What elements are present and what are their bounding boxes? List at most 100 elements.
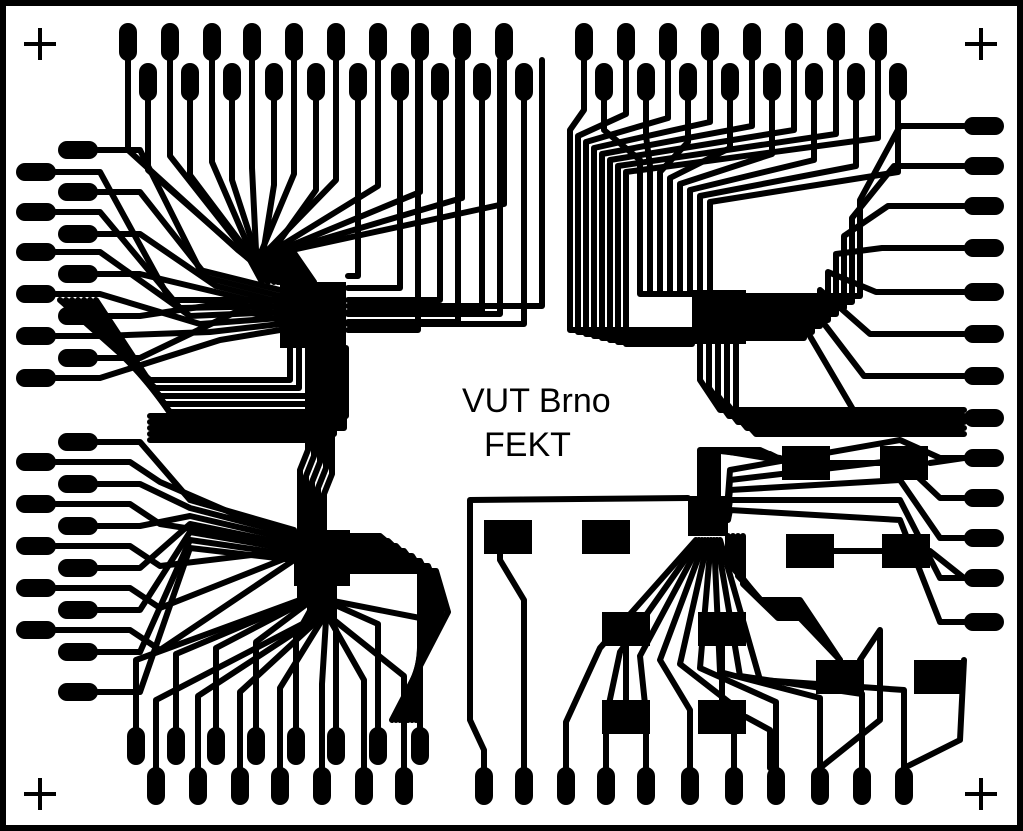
trace (95, 537, 297, 655)
edge-pad (223, 63, 241, 101)
edge-pad (247, 727, 265, 765)
edge-pad (58, 141, 98, 159)
edge-pad (16, 537, 56, 555)
trace (259, 57, 297, 285)
trace (271, 57, 381, 285)
edge-pad (58, 683, 98, 701)
edge-pad (431, 63, 449, 101)
trace (623, 57, 881, 347)
edge-pad (964, 197, 1004, 215)
trace (677, 537, 737, 771)
trace (133, 583, 303, 731)
edge-pad (895, 767, 913, 805)
trace (743, 269, 967, 323)
trace (319, 583, 329, 771)
edge-pad (167, 727, 185, 765)
trace (327, 583, 367, 771)
trace (153, 583, 313, 771)
edge-pad (307, 63, 325, 101)
edge-pad (847, 63, 865, 101)
edge-pad (349, 63, 367, 101)
edge-pad (964, 117, 1004, 135)
edge-pad (285, 23, 303, 61)
trace (147, 345, 349, 419)
edge-pad (964, 283, 1004, 301)
edge-pad (16, 203, 56, 221)
trace (277, 583, 325, 771)
trace (637, 537, 705, 771)
edge-pad (595, 63, 613, 101)
edge-pad (964, 325, 1004, 343)
edge-pad (119, 23, 137, 61)
edge-pad (203, 23, 221, 61)
edge-pad (58, 349, 98, 367)
edge-pad (889, 63, 907, 101)
edge-pad (721, 63, 739, 101)
edge-pad (453, 23, 471, 61)
trace (927, 455, 967, 466)
edge-pad (811, 767, 829, 805)
edge-pad (58, 475, 98, 493)
chips (280, 282, 746, 586)
trace (743, 305, 967, 379)
trace (743, 245, 967, 317)
edge-pad (16, 285, 56, 303)
edge-pad (785, 23, 803, 61)
smd-pad (698, 612, 746, 646)
edge-pad (58, 183, 98, 201)
trace (315, 345, 329, 533)
trace (95, 513, 297, 543)
edge-pad (265, 63, 283, 101)
edge-pad (16, 243, 56, 261)
edge-pad (231, 767, 249, 805)
edge-pad (411, 23, 429, 61)
edge-pad (181, 63, 199, 101)
edge-pad (964, 157, 1004, 175)
trace (743, 287, 967, 337)
trace (347, 568, 451, 723)
trace (195, 583, 317, 771)
edge-pad (515, 63, 533, 101)
edge-pad (557, 767, 575, 805)
edge-pad (327, 23, 345, 61)
trace (321, 345, 335, 533)
edge-pad (617, 23, 635, 61)
trace (740, 533, 843, 663)
edge-pad (964, 449, 1004, 467)
trace (743, 163, 967, 305)
traces (53, 57, 967, 771)
trace (265, 57, 339, 285)
trace (95, 545, 297, 695)
smd-pad (914, 660, 962, 694)
trace (95, 307, 283, 361)
trace (697, 537, 779, 771)
trace (303, 345, 317, 533)
trace (345, 97, 443, 303)
trace (95, 147, 283, 293)
edge-pad (58, 265, 98, 283)
edge-pad (964, 367, 1004, 385)
smd-pad (880, 446, 928, 480)
smd-pad (582, 520, 630, 554)
edge-pad (391, 63, 409, 101)
pads (16, 23, 1004, 805)
smd-pad (882, 534, 930, 568)
edge-pad (16, 369, 56, 387)
trace (297, 345, 311, 533)
trace (95, 299, 283, 319)
edge-pad (679, 63, 697, 101)
trace (743, 714, 773, 771)
trace (259, 97, 283, 285)
trace (237, 583, 321, 771)
trace (345, 57, 545, 309)
edge-pad (161, 23, 179, 61)
trace (53, 209, 283, 311)
edge-pad (16, 453, 56, 471)
edge-pad (207, 727, 225, 765)
edge-pad (16, 579, 56, 597)
trace (95, 271, 283, 311)
edge-pad (147, 767, 165, 805)
edge-pad (515, 767, 533, 805)
edge-pad (58, 643, 98, 661)
